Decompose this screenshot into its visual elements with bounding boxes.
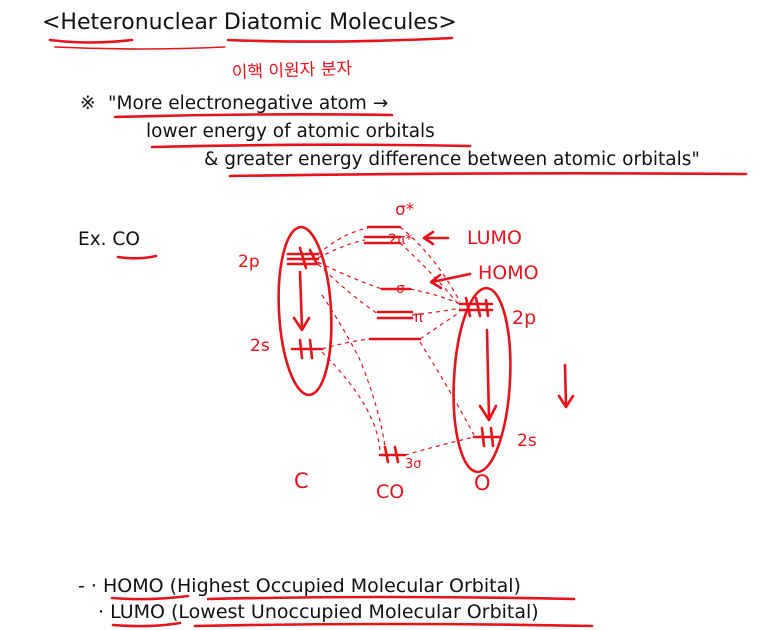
- korean-note: 이핵 이원자 분자: [231, 59, 352, 83]
- lumo-pointer-arrow: [422, 230, 450, 246]
- correlation-line: [419, 341, 475, 436]
- correlation-line: [317, 239, 366, 259]
- homo-pointer-arrow: [429, 272, 472, 290]
- carbon-oval: [277, 225, 333, 397]
- note-line-1: "More electronegative atom →: [108, 93, 389, 114]
- underline-greater-energy: [228, 172, 748, 178]
- carbon-energy-arrow: [292, 270, 311, 332]
- left-2p-label: 2p: [238, 252, 260, 272]
- carbon-label: C: [294, 469, 309, 493]
- correlation-line: [317, 261, 383, 290]
- correlation-line: [321, 338, 371, 350]
- homo-label: HOMO: [478, 262, 539, 284]
- underline-title-second: [54, 46, 226, 50]
- pi-star-label: 2π*: [388, 232, 412, 248]
- correlation-line: [419, 311, 461, 340]
- oxygen-oval: [452, 286, 512, 474]
- underline-heteronuclear: [48, 38, 134, 44]
- underline-homo-definition: [206, 595, 576, 601]
- oxygen-2p-electrons: [464, 296, 490, 318]
- right-2s-label: 2s: [517, 431, 537, 451]
- lumo-label: LUMO: [467, 227, 522, 249]
- pi-label: π: [414, 308, 423, 326]
- underline-lumo-definition: [193, 622, 594, 628]
- pi-star-levels: [363, 235, 402, 245]
- right-2p-label: 2p: [512, 307, 536, 329]
- homo-definition: - · HOMO (Highest Occupied Molecular Orb…: [78, 575, 521, 597]
- page-title: <Heteronuclear Diatomic Molecules>: [42, 10, 457, 35]
- left-2s-label: 2s: [250, 336, 270, 356]
- underline-lower-energy: [150, 143, 472, 149]
- sigma-star-label: σ*: [395, 200, 414, 220]
- correlation-line: [321, 294, 386, 448]
- underline-co: [116, 254, 158, 260]
- correlation-line: [404, 436, 475, 456]
- oxygen-label: O: [474, 471, 491, 495]
- correlation-line: [321, 351, 381, 456]
- lumo-definition: · LUMO (Lowest Unoccupied Molecular Orbi…: [98, 601, 539, 623]
- three-sigma-electrons: [383, 445, 400, 464]
- pi-levels: [376, 310, 414, 320]
- correlation-line: [317, 263, 379, 315]
- example-label: Ex. CO: [78, 229, 140, 250]
- molecule-label: CO: [376, 481, 404, 503]
- underline-lumo: [111, 621, 182, 628]
- note-line-2: lower energy of atomic orbitals: [146, 121, 435, 142]
- correlation-line: [317, 227, 369, 255]
- note-line-3: & greater energy difference between atom…: [204, 149, 700, 170]
- correlation-line: [411, 307, 461, 316]
- oxygen-energy-arrow: [478, 328, 498, 422]
- carbon-2s-electrons: [298, 338, 314, 360]
- carbon-2p-electrons: [298, 246, 318, 270]
- correlation-line: [409, 288, 461, 305]
- underline-diatomic-molecules: [226, 36, 454, 43]
- sigma-mid-label: σ: [396, 281, 405, 297]
- note-marker: ※: [80, 93, 96, 114]
- oxygen-2s-electrons: [480, 426, 495, 448]
- correlation-line: [399, 226, 461, 303]
- underline-homo: [110, 594, 190, 601]
- energy-down-arrow: [557, 363, 575, 409]
- three-sigma-label: 3σ: [405, 457, 422, 472]
- underline-electronegative: [113, 113, 394, 119]
- correlation-line: [399, 242, 461, 307]
